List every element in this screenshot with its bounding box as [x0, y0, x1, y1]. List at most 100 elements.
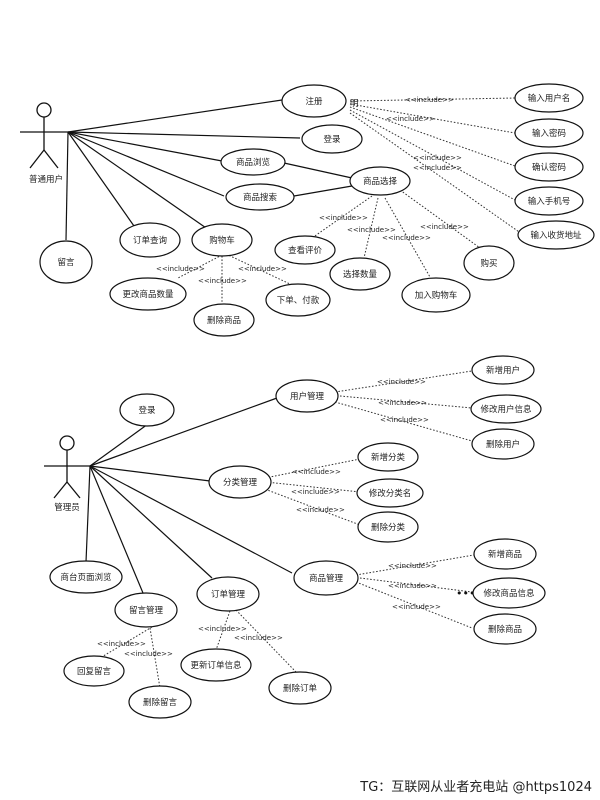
usecase-delete-message[interactable]: 删除留言 — [128, 685, 192, 719]
actor-user-head — [36, 102, 52, 118]
include-label: <<include>> — [413, 154, 462, 162]
assoc-user-search — [67, 131, 225, 197]
usecase-choose[interactable]: 商品选择 — [349, 166, 411, 196]
usecase-input-address-label: 输入收货地址 — [530, 230, 582, 241]
usecase-input-phone[interactable]: 输入手机号 — [514, 186, 584, 216]
usecase-delete-category[interactable]: 删除分类 — [357, 511, 419, 543]
assoc-admin-front-browse — [85, 465, 91, 563]
usecase-browse[interactable]: 商品浏览 — [220, 148, 286, 176]
usecase-delete-order[interactable]: 删除订单 — [268, 671, 332, 705]
include-label: <<include>> — [382, 234, 431, 242]
actor-admin-label: 管理员 — [54, 502, 80, 513]
usecase-rename-category-label: 修改分类名 — [369, 488, 412, 499]
usecase-input-password[interactable]: 输入密码 — [514, 118, 584, 148]
include-label: <<include>> — [296, 506, 345, 514]
assoc-user-message — [65, 131, 69, 241]
usecase-reply-message[interactable]: 回复留言 — [63, 655, 125, 687]
usecase-order-mgmt[interactable]: 订单管理 — [196, 576, 260, 612]
usecase-register[interactable]: 注册 — [281, 84, 347, 118]
usecase-message-mgmt[interactable]: 留言管理 — [114, 592, 178, 628]
assoc-user-order-query — [67, 131, 135, 227]
usecase-update-order[interactable]: 更新订单信息 — [180, 648, 252, 682]
usecase-cart[interactable]: 购物车 — [191, 223, 253, 257]
usecase-input-phone-label: 输入手机号 — [528, 196, 571, 207]
usecase-login[interactable]: 登录 — [301, 124, 363, 154]
usecase-select-qty-label: 选择数量 — [343, 269, 378, 280]
usecase-edit-product-label: 修改商品信息 — [483, 588, 535, 599]
usecase-buy[interactable]: 购买 — [463, 245, 515, 281]
usecase-delete-item-label: 删除商品 — [207, 315, 241, 326]
usecase-edit-product[interactable]: 修改商品信息 — [472, 577, 546, 609]
assoc-user-register — [67, 99, 283, 133]
assoc-browse-choose — [283, 162, 353, 179]
usecase-add-user-label: 新增用户 — [486, 365, 520, 376]
usecase-delete-category-label: 删除分类 — [371, 522, 406, 533]
actor-user-label: 普通用户 — [29, 174, 63, 185]
usecase-product-mgmt[interactable]: 商品管理 — [293, 560, 359, 596]
usecase-input-username-label: 输入用户名 — [528, 93, 571, 104]
usecase-search[interactable]: 商品搜索 — [225, 183, 295, 211]
user-use-case-diagram: 普通用户 <<include — [20, 83, 595, 337]
admin-associations — [85, 397, 293, 594]
usecase-front-browse[interactable]: 商台页面浏览 — [49, 560, 123, 594]
usecase-edit-user[interactable]: 修改用户信息 — [470, 394, 542, 424]
include-label: <<include>> — [97, 640, 146, 648]
usecase-change-qty[interactable]: 更改商品数量 — [109, 277, 187, 311]
usecase-cart-label: 购物车 — [209, 235, 235, 246]
usecase-delete-user[interactable]: 删除用户 — [471, 428, 535, 460]
usecase-buy-label: 购买 — [480, 258, 497, 269]
usecase-message[interactable]: 留言 — [39, 240, 93, 284]
include-label: <<include>> — [392, 603, 441, 611]
usecase-confirm-password-label: 确认密码 — [532, 162, 566, 173]
usecase-view-reviews[interactable]: 查看评价 — [274, 235, 336, 265]
usecase-delete-item[interactable]: 删除商品 — [193, 303, 255, 337]
usecase-view-reviews-label: 查看评价 — [288, 245, 323, 256]
include-label: <<include>> — [347, 226, 396, 234]
include-label: <<include>> — [234, 634, 283, 642]
assoc-admin-product-mgmt — [89, 465, 293, 574]
usecase-delete-user-label: 删除用户 — [486, 439, 520, 450]
usecase-checkout[interactable]: 下单、付款 — [265, 283, 331, 317]
include-label: <<include>> — [292, 468, 341, 476]
usecase-select-qty[interactable]: 选择数量 — [329, 257, 391, 291]
usecase-add-to-cart[interactable]: 加入购物车 — [401, 277, 471, 313]
usecase-checkout-label: 下单、付款 — [277, 295, 320, 306]
include-label: <<include>> — [124, 650, 173, 658]
usecase-admin-login-label: 登录 — [138, 405, 156, 416]
include-label: <<include>> — [378, 399, 427, 407]
usecase-delete-product[interactable]: 删除商品 — [473, 613, 537, 645]
usecase-confirm-password[interactable]: 确认密码 — [514, 152, 584, 182]
assoc-admin-message-mgmt — [89, 465, 144, 594]
usecase-message-label: 留言 — [57, 257, 75, 268]
user-associations — [65, 99, 353, 241]
actor-admin: 管理员 — [44, 435, 90, 513]
usecase-order-query-label: 订单查询 — [133, 235, 167, 246]
usecase-login-label: 登录 — [323, 134, 341, 145]
usecase-add-user[interactable]: 新增用户 — [471, 355, 535, 385]
usecase-add-product[interactable]: 新增商品 — [473, 538, 537, 570]
usecase-order-query[interactable]: 订单查询 — [119, 222, 181, 258]
include-label: <<include>> — [420, 223, 469, 231]
usecase-add-category[interactable]: 新增分类 — [357, 442, 419, 472]
include-label: <<include>> — [388, 582, 437, 590]
usecase-add-product-label: 新增商品 — [488, 549, 522, 560]
usecase-category-mgmt[interactable]: 分类管理 — [208, 465, 272, 499]
usecase-rename-category[interactable]: 修改分类名 — [356, 478, 424, 508]
assoc-search-choose — [293, 185, 353, 197]
include-label: <<include>> — [156, 265, 205, 273]
include-label: <<include>> — [386, 115, 435, 123]
usecase-user-mgmt[interactable]: 用户管理 — [275, 379, 339, 413]
usecase-choose-label: 商品选择 — [363, 176, 398, 187]
usecase-input-address[interactable]: 输入收货地址 — [517, 220, 595, 250]
assoc-admin-login — [89, 423, 149, 467]
user-includes: <<include>> <<include>> <<include>> <<in… — [156, 96, 523, 304]
usecase-reply-message-label: 回复留言 — [77, 666, 112, 677]
usecase-admin-login[interactable]: 登录 — [119, 393, 175, 427]
usecase-input-username[interactable]: 输入用户名 — [514, 83, 584, 113]
usecase-category-mgmt-label: 分类管理 — [223, 477, 258, 488]
usecase-message-mgmt-label: 留言管理 — [129, 605, 164, 616]
watermark-text: TG：互联网从业者充电站 @https1024 — [359, 779, 592, 795]
usecase-front-browse-label: 商台页面浏览 — [60, 572, 111, 583]
include-label: <<include>> — [198, 277, 247, 285]
